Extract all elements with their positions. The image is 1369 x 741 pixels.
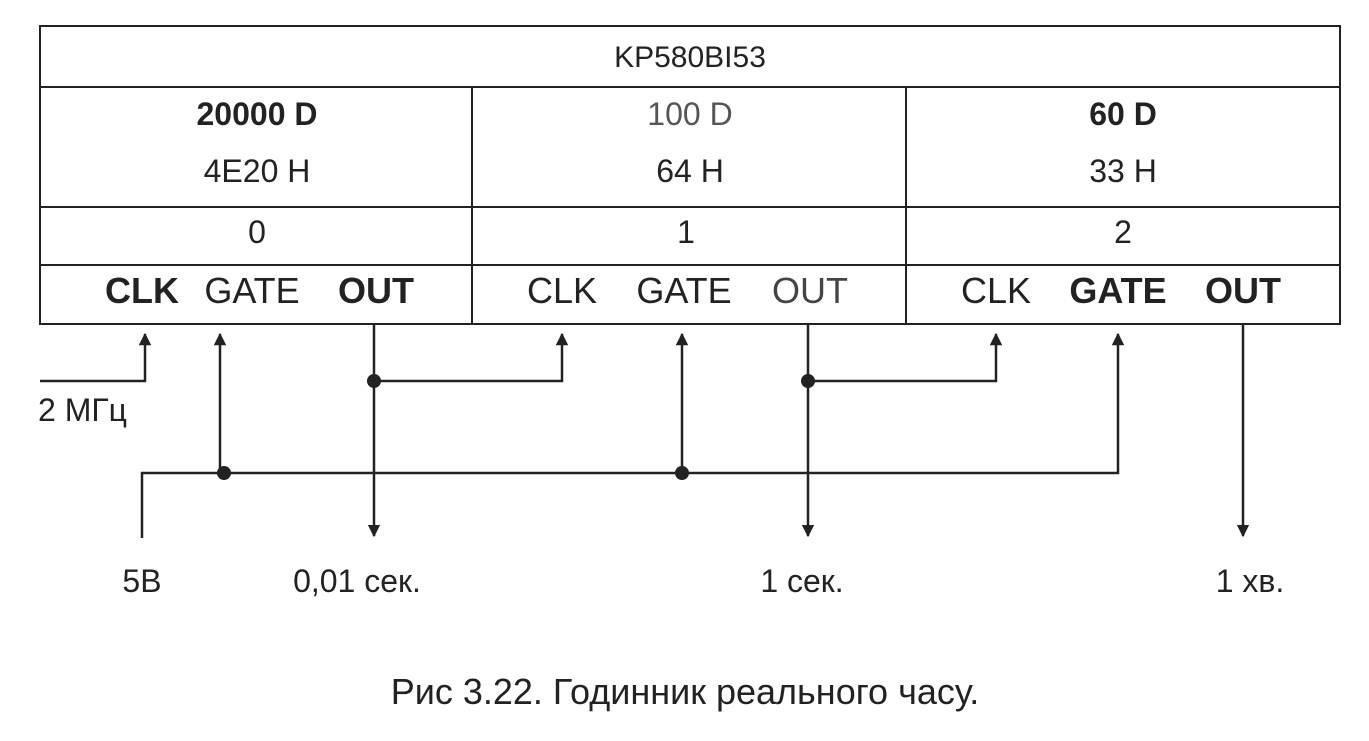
counter-0-index: 0 [248,214,266,250]
signal-labels: 2 МГц 5В 0,01 сек. 1 сек. 1 хв. [38,392,1284,599]
junction-gate1 [675,466,689,480]
chip-block [39,25,1341,325]
counter-2-gate-pin: GATE [1069,270,1166,311]
out1-to-clk2-wire [808,332,1003,383]
clock-input-label: 2 МГц [38,392,127,428]
chip-name: KP580BI53 [614,41,766,74]
counter-1-index: 1 [677,214,695,250]
chip-outline [39,25,1341,325]
counter-1-hex: 64 H [656,153,724,189]
counter-0-gate-pin: GATE [204,270,299,311]
counter-1-decimal: 100 D [647,96,732,132]
out1-period-label: 1 сек. [760,563,843,599]
junction-out1 [801,374,815,388]
counter-0-clk-pin: CLK [105,270,179,311]
clock-input-wire [40,332,152,383]
gate-bus-wire [140,332,1125,538]
counter-2: 60 D 33 H 2 CLK GATE OUT [961,96,1281,311]
figure-caption: Рис 3.22. Годинник реального часу. [391,671,980,712]
counter-2-out-pin: OUT [1205,270,1281,311]
out2-period-label: 1 хв. [1216,563,1285,599]
counter-0-hex: 4E20 H [204,153,311,189]
counter-0-decimal: 20000 D [197,96,318,132]
counter-2-hex: 33 H [1089,153,1157,189]
junctions [217,374,815,480]
counter-1-gate-pin: GATE [636,270,731,311]
counter-1-clk-pin: CLK [527,270,597,311]
junction-gate0 [217,466,231,480]
supply-label: 5В [122,563,161,599]
out0-to-clk1-wire [374,332,569,383]
counter-0-out-pin: OUT [338,270,414,311]
wiring [40,324,1250,538]
counter-2-decimal: 60 D [1089,96,1157,132]
counter-1: 100 D 64 H 1 CLK GATE OUT [527,96,848,311]
out0-period-label: 0,01 сек. [293,563,421,599]
counter-2-index: 2 [1114,214,1132,250]
counter-0: 20000 D 4E20 H 0 CLK GATE OUT [105,96,414,311]
junction-out0 [367,374,381,388]
counter-2-clk-pin: CLK [961,270,1031,311]
counter-1-out-pin: OUT [772,270,848,311]
